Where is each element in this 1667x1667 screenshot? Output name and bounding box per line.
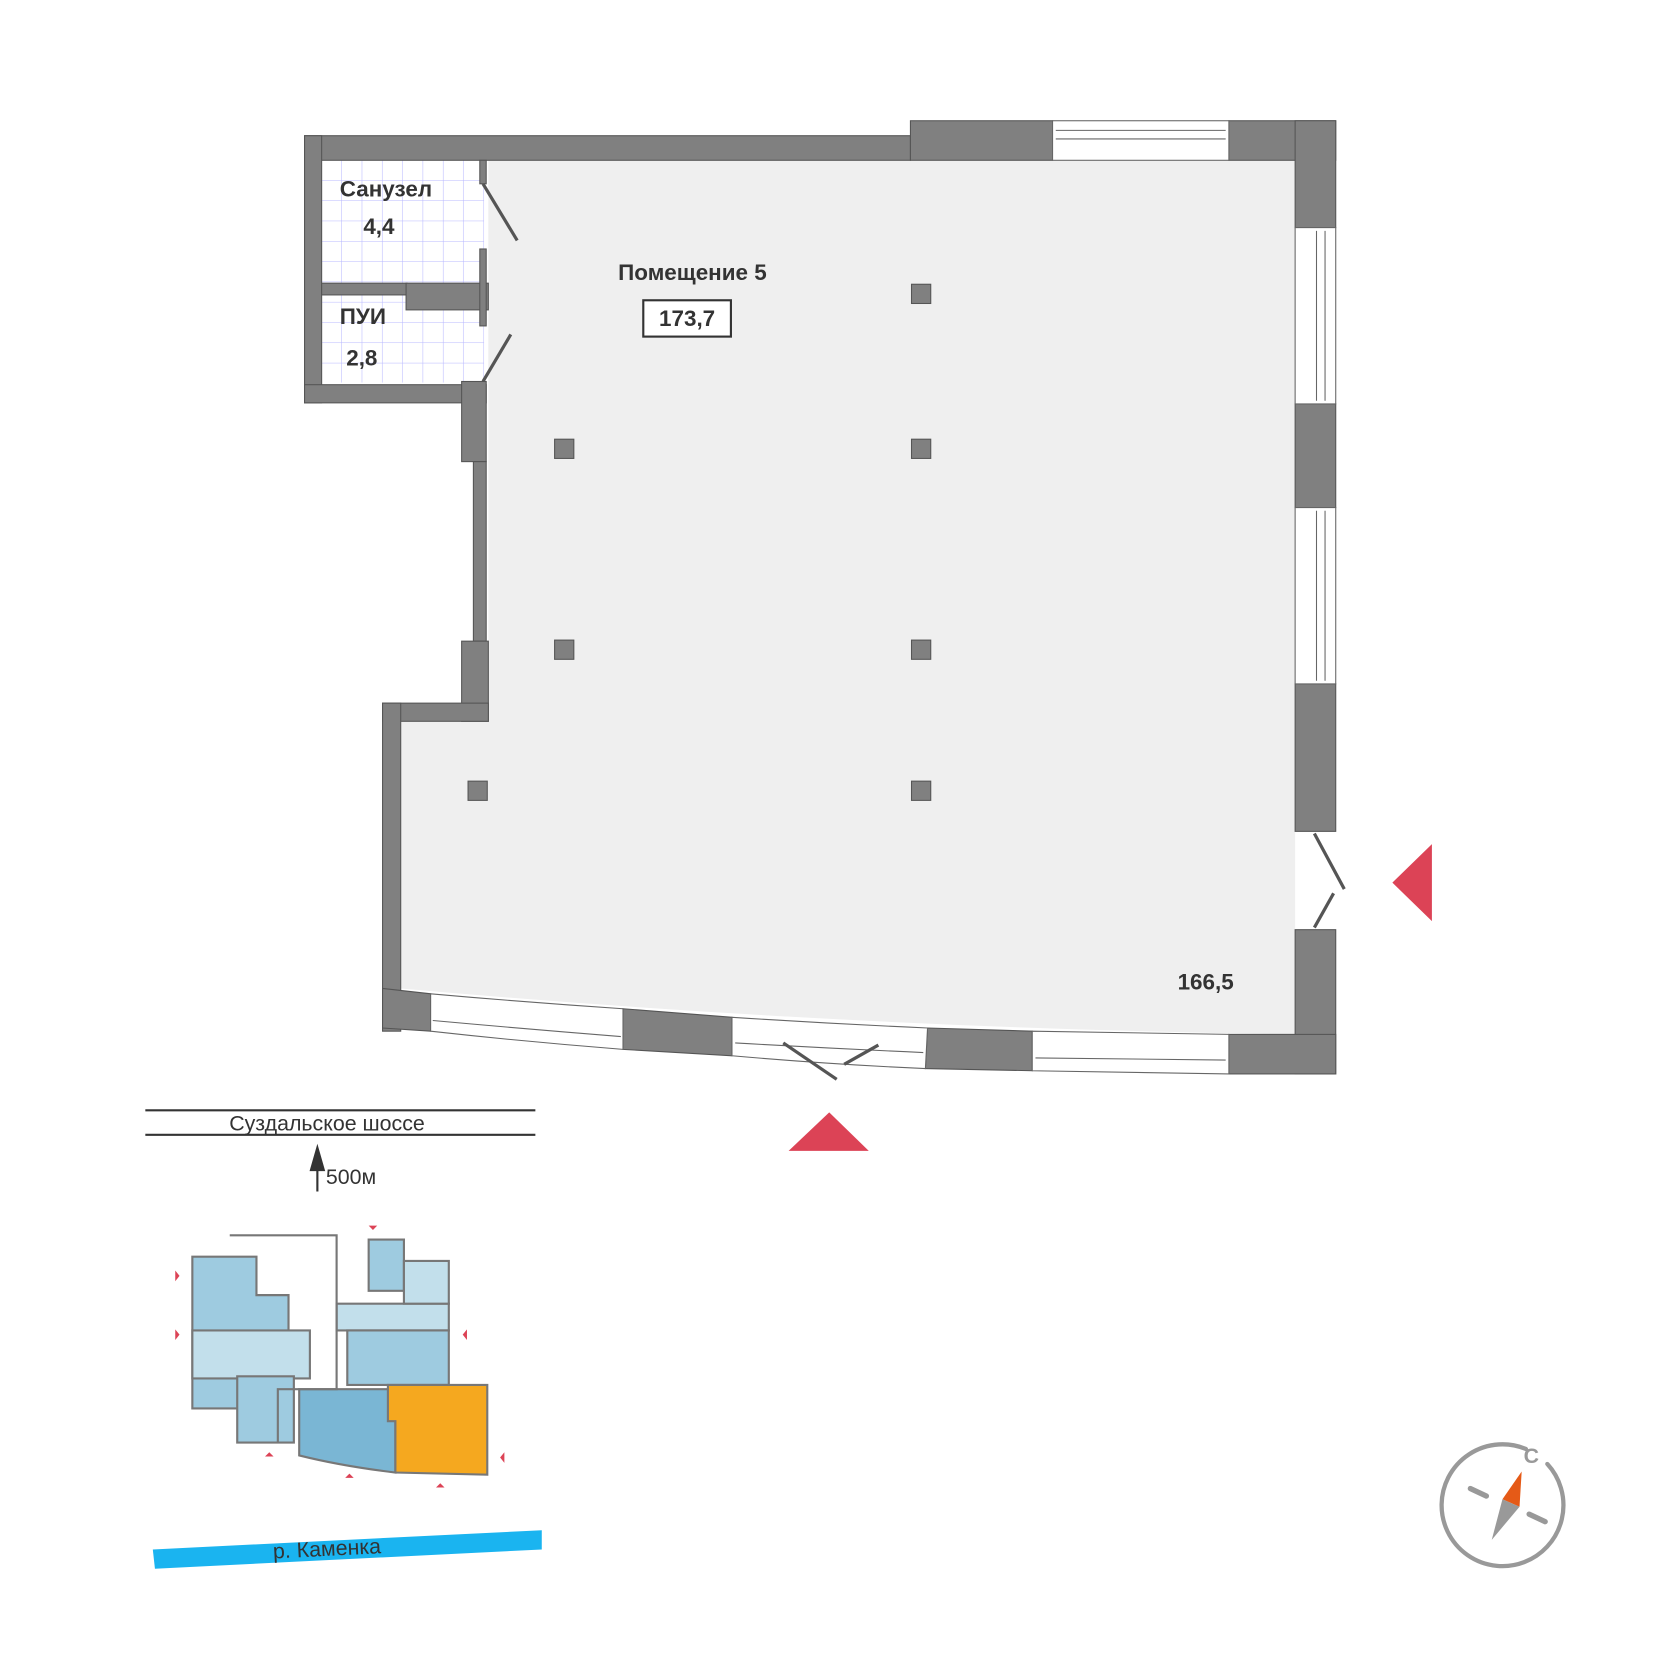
bathroom-name: Санузел	[340, 177, 432, 202]
doors[interactable]	[481, 182, 1346, 1081]
windows	[430, 120, 1337, 1075]
river-name: р. Каменка	[272, 1534, 381, 1563]
compass-icon: С	[1439, 1442, 1566, 1569]
main-room-floor[interactable]	[400, 160, 1296, 1035]
columns	[467, 283, 932, 801]
arrow-up-icon	[309, 1143, 326, 1192]
walls	[304, 120, 1337, 1075]
bathroom-area: 4,4	[363, 214, 395, 239]
main-room-name: Помещение 5	[618, 260, 767, 285]
compass-north-letter: С	[1524, 1444, 1539, 1468]
main-room-area-box	[642, 299, 732, 338]
floor-height-mark: 166,5	[1178, 970, 1234, 995]
building-minimap	[191, 1234, 489, 1476]
river	[152, 1530, 542, 1569]
minimap-entrance-markers	[175, 1225, 505, 1488]
storage-area: 2,8	[346, 345, 377, 370]
bathroom-floor[interactable]	[321, 160, 485, 284]
main-room-area: 173,7	[659, 306, 715, 331]
entrance-marker-right	[1392, 844, 1432, 922]
road-name: Суздальское шоссе	[229, 1112, 425, 1136]
entrance-marker-bottom	[788, 1112, 869, 1151]
road-distance: 500м	[326, 1165, 376, 1189]
storage-name: ПУИ	[340, 304, 386, 329]
